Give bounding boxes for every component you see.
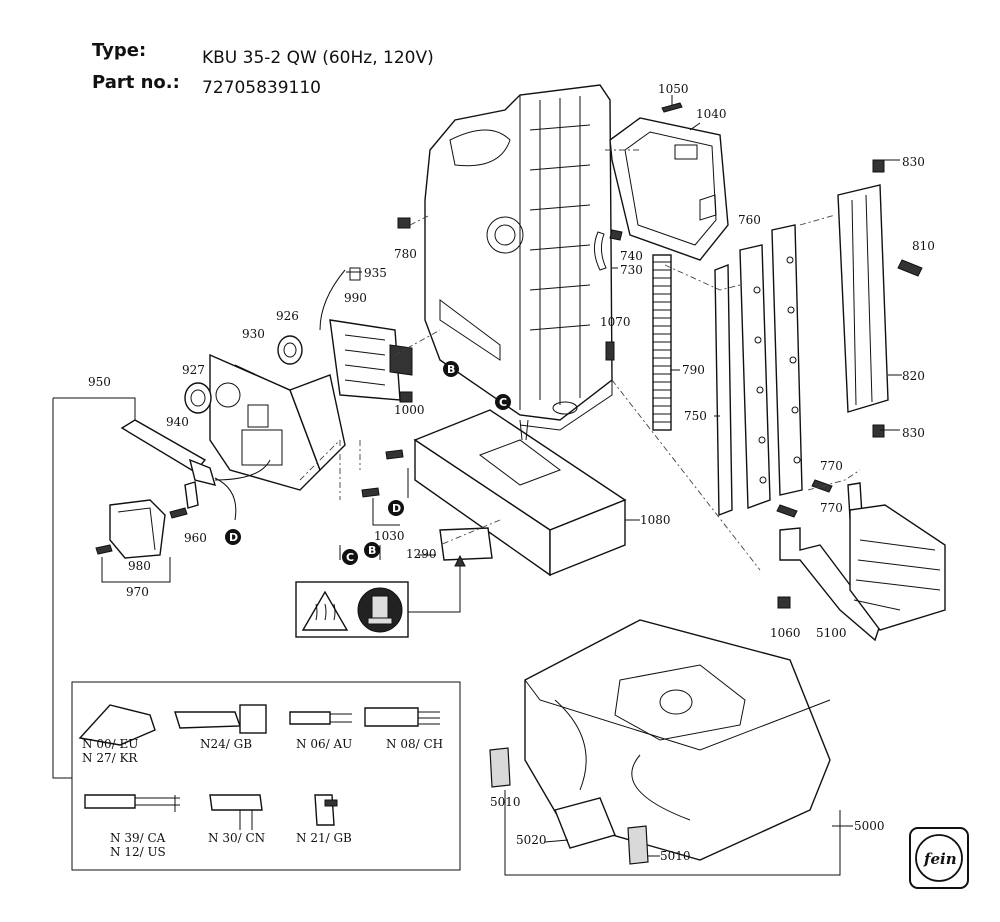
warning-labels bbox=[295, 554, 466, 638]
callout-926: 926 bbox=[276, 309, 299, 323]
gib-750 bbox=[714, 263, 733, 517]
plug-label-cn: N 30/ CN bbox=[208, 831, 265, 845]
plug-label-us: N 12/ US bbox=[110, 845, 166, 859]
badge-b-lower: B bbox=[368, 544, 376, 557]
callout-980: 980 bbox=[128, 559, 151, 573]
part-number-label: Part no.: bbox=[92, 72, 180, 93]
type-value: KBU 35-2 QW (60Hz, 120V) bbox=[202, 48, 434, 68]
callout-730: 730 bbox=[620, 263, 643, 277]
callout-1290: 1290 bbox=[406, 547, 437, 561]
leader-lines bbox=[52, 95, 902, 876]
callout-1080: 1080 bbox=[640, 513, 671, 527]
clamp-960 bbox=[184, 481, 199, 509]
callout-740: 740 bbox=[620, 249, 643, 263]
callout-930: 930 bbox=[242, 327, 265, 341]
magnet-base bbox=[413, 409, 627, 577]
badge-d-right: D bbox=[392, 502, 401, 515]
callout-950: 950 bbox=[88, 375, 111, 389]
plug-label-gb21: N 21/ GB bbox=[296, 831, 352, 845]
callout-927: 927 bbox=[182, 363, 205, 377]
callout-1070: 1070 bbox=[600, 315, 631, 329]
callout-770-bottom: 770 bbox=[820, 501, 843, 515]
assembly-lines bbox=[299, 149, 861, 571]
part-number-value: 72705839110 bbox=[202, 78, 321, 98]
switch-housing bbox=[209, 353, 346, 491]
callout-830-bottom: 830 bbox=[902, 426, 925, 440]
callout-760: 760 bbox=[738, 213, 761, 227]
callouts: 1050 1040 830 810 760 820 830 780 740 73… bbox=[88, 82, 935, 863]
callout-750: 750 bbox=[684, 409, 707, 423]
callout-5010-left: 5010 bbox=[490, 795, 521, 809]
callout-960: 960 bbox=[184, 531, 207, 545]
rail-760 bbox=[739, 244, 771, 509]
plug-label-au: N 06/ AU bbox=[296, 737, 352, 751]
callout-790: 790 bbox=[682, 363, 705, 377]
reference-badges: B C D D C B bbox=[225, 361, 511, 565]
rack-790 bbox=[652, 254, 672, 431]
chip-guard bbox=[779, 482, 946, 642]
plug-label-gb24: N24/ GB bbox=[200, 737, 252, 751]
callout-970: 970 bbox=[126, 585, 149, 599]
type-label: Type: bbox=[92, 40, 147, 61]
logo-text: fein bbox=[923, 850, 957, 868]
cover-980 bbox=[109, 499, 166, 559]
fein-logo: fein bbox=[909, 827, 969, 889]
plug-options-box bbox=[71, 681, 461, 871]
callout-1030: 1030 bbox=[374, 529, 405, 543]
electronics-cover bbox=[609, 102, 729, 261]
knob-927 bbox=[184, 382, 212, 414]
callout-935: 935 bbox=[364, 266, 387, 280]
callout-5020: 5020 bbox=[516, 833, 547, 847]
callout-810: 810 bbox=[912, 239, 935, 253]
callout-780: 780 bbox=[394, 247, 417, 261]
callout-1060: 1060 bbox=[770, 626, 801, 640]
callout-830-top: 830 bbox=[902, 155, 925, 169]
callout-1040: 1040 bbox=[696, 107, 727, 121]
rail-820 bbox=[837, 184, 889, 413]
badge-b-upper: B bbox=[447, 363, 455, 376]
callout-820: 820 bbox=[902, 369, 925, 383]
control-board bbox=[319, 267, 413, 401]
plug-labels: N 00/ EU N 27/ KR N24/ GB N 06/ AU N 08/… bbox=[82, 737, 443, 859]
callout-990: 990 bbox=[344, 291, 367, 305]
carrying-case bbox=[489, 619, 831, 865]
callout-5100: 5100 bbox=[816, 626, 847, 640]
plug-label-eu: N 00/ EU bbox=[82, 737, 138, 751]
plug-label-ch: N 08/ CH bbox=[386, 737, 443, 751]
screws bbox=[95, 159, 923, 609]
callout-5000: 5000 bbox=[854, 819, 885, 833]
callout-1050: 1050 bbox=[658, 82, 689, 96]
plug-label-ca: N 39/ CA bbox=[110, 831, 166, 845]
plug-label-kr: N 27/ KR bbox=[82, 751, 138, 765]
callout-770-top: 770 bbox=[820, 459, 843, 473]
label-1290 bbox=[439, 527, 493, 561]
badge-d-left: D bbox=[229, 531, 238, 544]
callout-1000: 1000 bbox=[394, 403, 425, 417]
badge-c-lower: C bbox=[346, 551, 354, 564]
badge-c-upper: C bbox=[499, 396, 507, 409]
cable-940 bbox=[120, 419, 271, 521]
knob-926 bbox=[277, 335, 303, 365]
callout-5010-bottom: 5010 bbox=[660, 849, 691, 863]
callout-940: 940 bbox=[166, 415, 189, 429]
column-housing bbox=[424, 84, 613, 431]
rail-mid bbox=[771, 224, 803, 496]
